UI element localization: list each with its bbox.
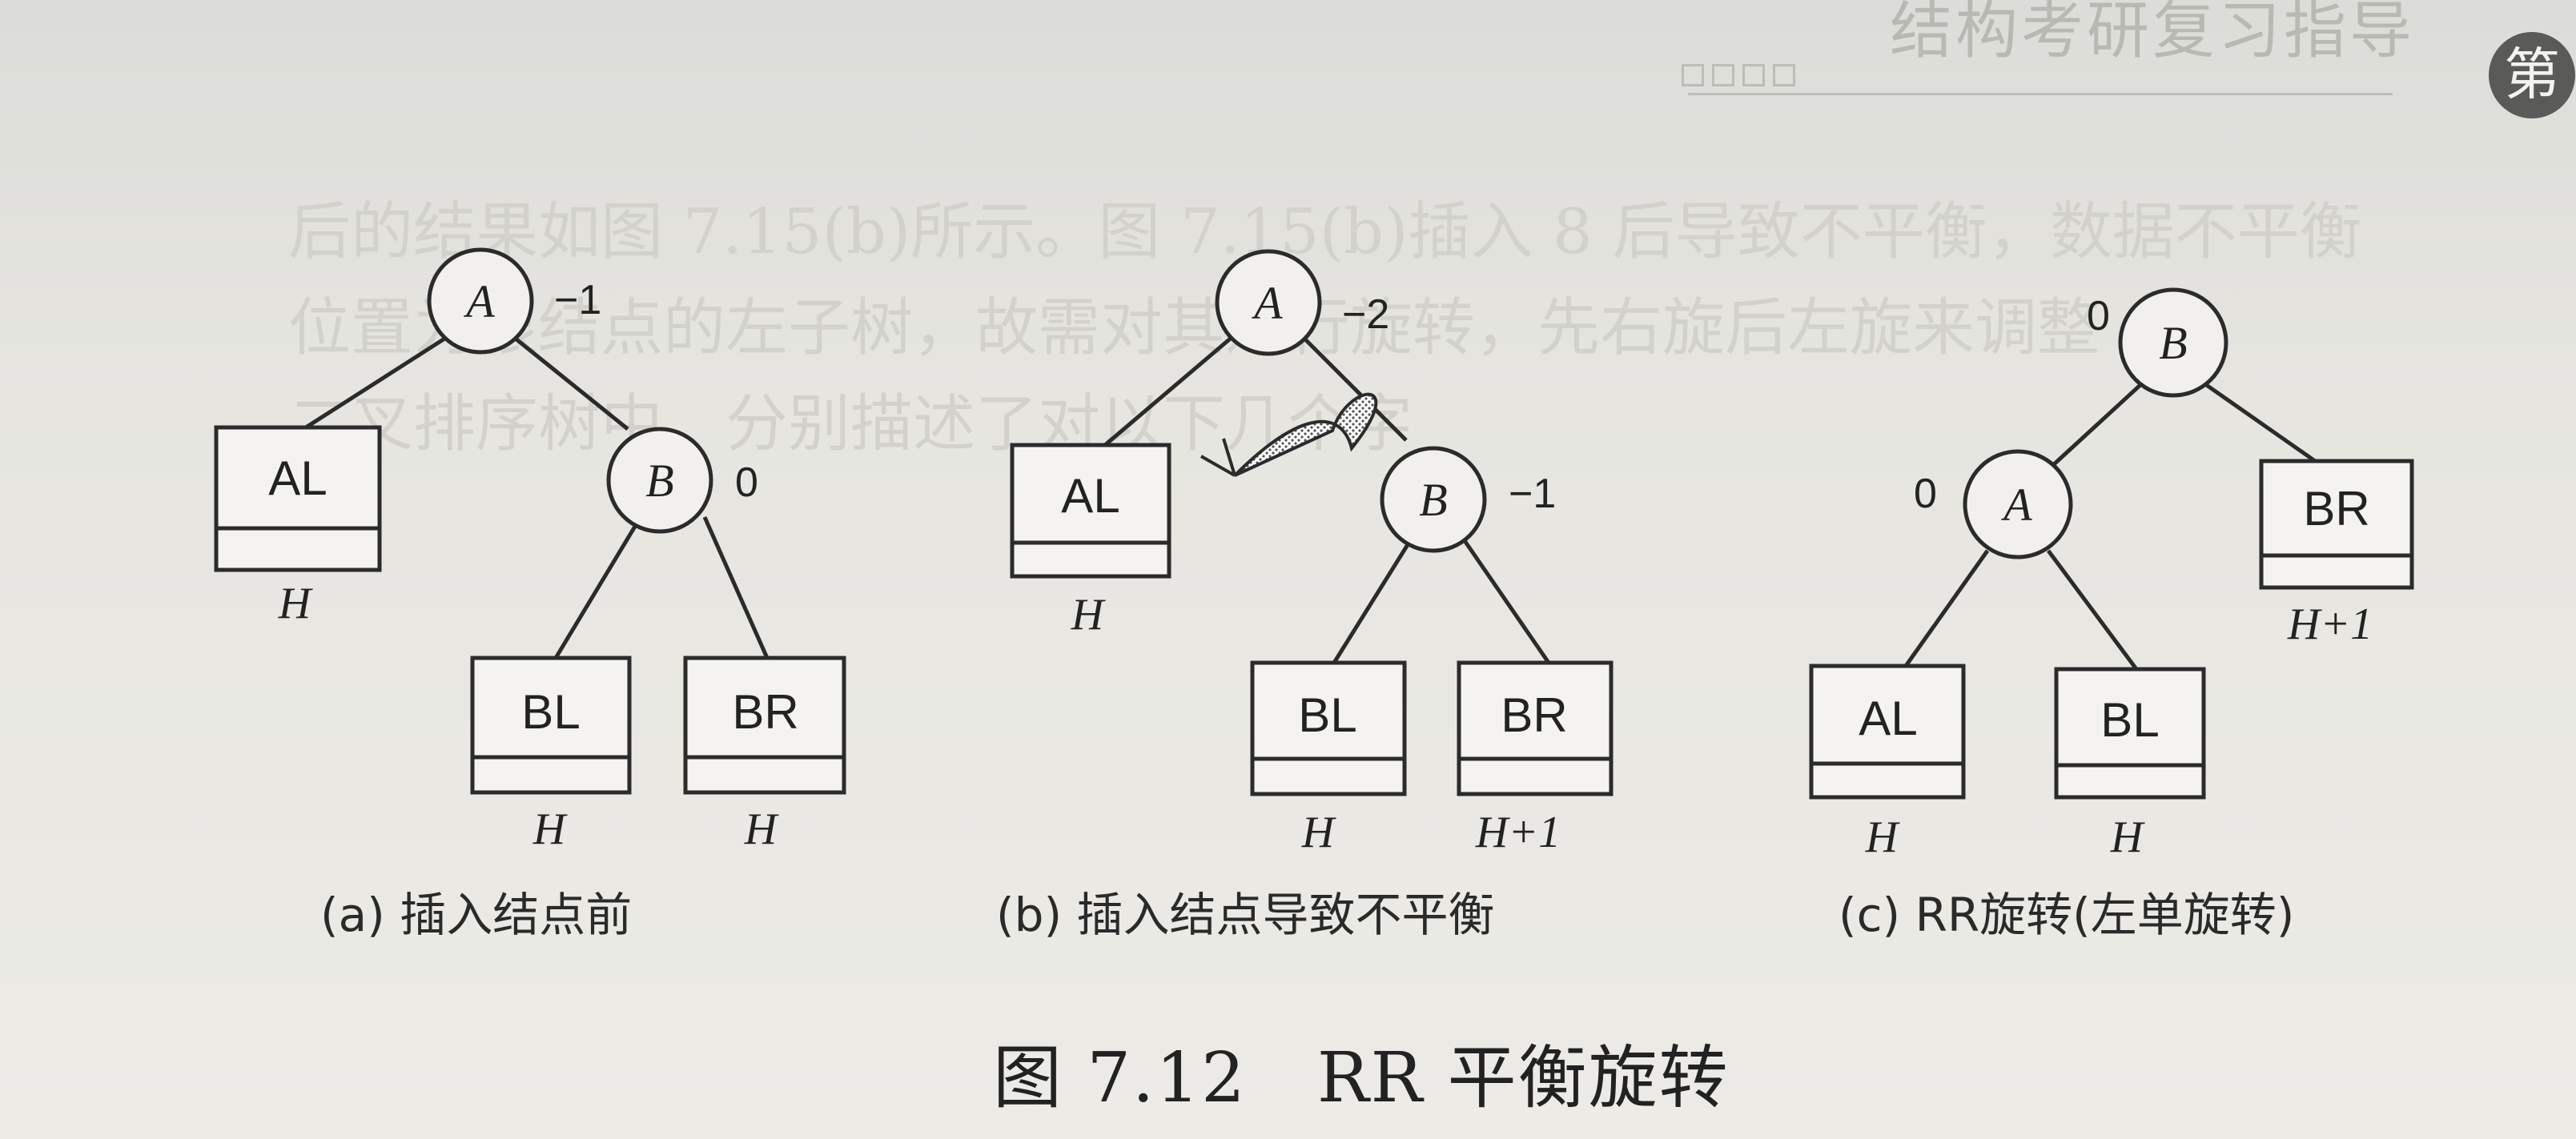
node-label: B: [2159, 317, 2187, 369]
edge-a-bl: [2046, 549, 2139, 671]
node-label: B: [645, 455, 673, 507]
chapter-badge: 第: [2489, 32, 2575, 118]
node-label: A: [1251, 277, 1283, 329]
panel-c: B 0 A 0 BR H+1 AL H B: [1809, 287, 2414, 862]
edge-a-al: [304, 334, 450, 430]
node-a: A: [1963, 449, 2073, 559]
balance-factor: −1: [554, 277, 601, 323]
bleed-through-text: 后的结果如图 7.15(b)所示。图 7.15(b)插入 8 后导致不平衡，数据…: [288, 184, 2570, 472]
subtree-height: H+1: [1475, 808, 1561, 857]
balance-factor: 0: [1914, 471, 1937, 517]
figure-title: 图 7.12 RR 平衡旋转: [993, 1038, 1730, 1118]
subtree-height: H: [1301, 808, 1336, 857]
caption-panel-b: (b) 插入结点导致不平衡: [996, 888, 1495, 942]
edge-b-br: [2204, 382, 2319, 465]
subtree-height: H: [1865, 812, 1900, 862]
panel-b: A −2 B −1 AL H BL H: [1010, 249, 1614, 857]
subtree-br: BR: [1457, 660, 1614, 796]
subtree-bl: BL: [2054, 667, 2206, 800]
subtree-bl: BL: [470, 656, 632, 795]
subtree-label: AL: [1859, 692, 1917, 745]
edge-a-b: [1300, 335, 1408, 442]
balance-factor: 0: [2087, 293, 2110, 339]
edge-a-al: [1903, 549, 1990, 668]
subtree-height: H: [744, 804, 779, 854]
subtree-al: AL: [1809, 664, 1966, 800]
edge-b-bl: [1332, 538, 1413, 664]
subtree-height: H: [2110, 812, 2145, 862]
balance-factor: −2: [1342, 291, 1389, 338]
subtree-label: BL: [1298, 688, 1356, 742]
running-header-title: 结构考研复习指导: [1890, 0, 2416, 67]
subtree-label: BL: [521, 685, 580, 739]
node-b: B: [1380, 446, 1487, 553]
panel-a: A −1 B 0 AL H BL H BR: [214, 247, 846, 854]
edge-a-al: [1103, 335, 1235, 447]
subtree-al: AL: [214, 425, 382, 572]
rotation-arrow-icon: [1233, 392, 1378, 477]
subtree-height: H: [1071, 590, 1106, 640]
edge-b-bl: [553, 515, 643, 660]
subtree-label: BL: [2100, 693, 2159, 747]
bleed-through-line: 位置为根结点的左子树，故需对其进行旋转，先右旋后左旋来调整: [288, 292, 2100, 364]
balance-factor: −1: [1509, 471, 1556, 517]
rotation-arrow: [1200, 392, 1378, 477]
edge-b-br: [702, 515, 770, 660]
edge-b-br: [1461, 538, 1551, 664]
bleed-through-line: 后的结果如图 7.15(b)所示。图 7.15(b)插入 8 后导致不平衡，数据…: [288, 196, 2362, 268]
balance-factor: 0: [735, 459, 758, 506]
node-label: A: [2000, 479, 2032, 531]
node-a: A: [427, 247, 534, 355]
caption-panel-c: (c) RR旋转(左单旋转): [1839, 888, 2295, 942]
edge-a-b: [511, 335, 629, 431]
node-b: B: [2118, 287, 2228, 398]
edge-b-a: [2042, 383, 2143, 475]
subtree-al: AL: [1010, 443, 1171, 579]
node-b: B: [606, 427, 713, 534]
subtree-label: AL: [268, 451, 327, 505]
subtree-height: H+1: [2287, 600, 2373, 649]
subtree-label: BR: [2303, 482, 2369, 535]
subtree-label: BR: [1501, 688, 1567, 742]
subtree-label: BR: [732, 685, 798, 739]
subtree-label: AL: [1061, 469, 1119, 523]
subtree-height: H: [532, 804, 568, 854]
node-a: A: [1215, 249, 1322, 356]
subtree-br: BR: [2259, 459, 2414, 590]
subtree-bl: BL: [1250, 660, 1407, 796]
subtree-br: BR: [683, 656, 846, 795]
header-rule: [1682, 64, 2482, 96]
subtree-height: H: [278, 579, 313, 628]
node-label: B: [1419, 474, 1447, 526]
node-label: A: [463, 275, 495, 327]
caption-panel-a: (a) 插入结点前: [320, 888, 633, 942]
